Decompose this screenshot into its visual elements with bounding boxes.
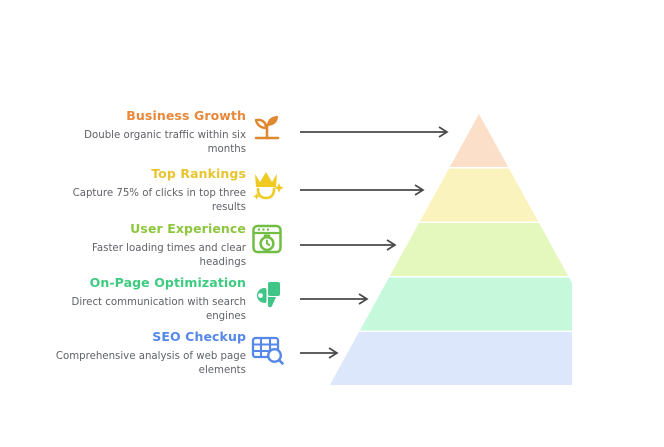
row-title: On-Page Optimization bbox=[89, 275, 246, 290]
arrow-to-tier-2 bbox=[300, 184, 428, 196]
arrow-to-tier-4 bbox=[300, 293, 372, 305]
arrow-to-tier-5 bbox=[300, 347, 342, 359]
sprout-icon bbox=[250, 111, 284, 145]
table-search-icon bbox=[250, 332, 284, 366]
puzzle-piece-icon bbox=[250, 277, 284, 311]
tier-4-on-page-optimization bbox=[359, 277, 572, 331]
arrow-to-tier-3 bbox=[300, 239, 400, 251]
row-title: SEO Checkup bbox=[152, 329, 246, 344]
tier-1-business-growth bbox=[449, 114, 509, 167]
crown-icon bbox=[250, 168, 284, 202]
list-item-top-rankings: Top Rankings Capture 75% of clicks in to… bbox=[0, 166, 246, 215]
row-title: Top Rankings bbox=[151, 166, 246, 181]
list-item-on-page-optimization: On-Page Optimization Direct communicatio… bbox=[0, 275, 246, 324]
row-description: Comprehensive analysis of web page eleme… bbox=[55, 351, 246, 376]
tier-2-top-rankings bbox=[419, 168, 539, 222]
list-item-business-growth: Business Growth Double organic traffic w… bbox=[0, 108, 246, 157]
row-description: Faster loading times and clear headings bbox=[91, 243, 246, 268]
row-description: Capture 75% of clicks in top three resul… bbox=[72, 188, 246, 213]
list-item-user-experience: User Experience Faster loading times and… bbox=[0, 221, 246, 270]
list-item-seo-checkup: SEO Checkup Comprehensive analysis of we… bbox=[0, 329, 246, 378]
seo-pyramid bbox=[326, 110, 572, 386]
tier-5-seo-checkup bbox=[329, 332, 572, 385]
arrow-to-tier-1 bbox=[300, 126, 452, 138]
row-title: User Experience bbox=[130, 221, 246, 236]
tier-3-user-experience bbox=[389, 223, 569, 276]
row-title: Business Growth bbox=[126, 108, 246, 123]
browser-stopwatch-icon bbox=[250, 222, 284, 256]
row-description: Direct communication with search engines bbox=[71, 297, 246, 322]
row-description: Double organic traffic within six months bbox=[84, 130, 246, 155]
